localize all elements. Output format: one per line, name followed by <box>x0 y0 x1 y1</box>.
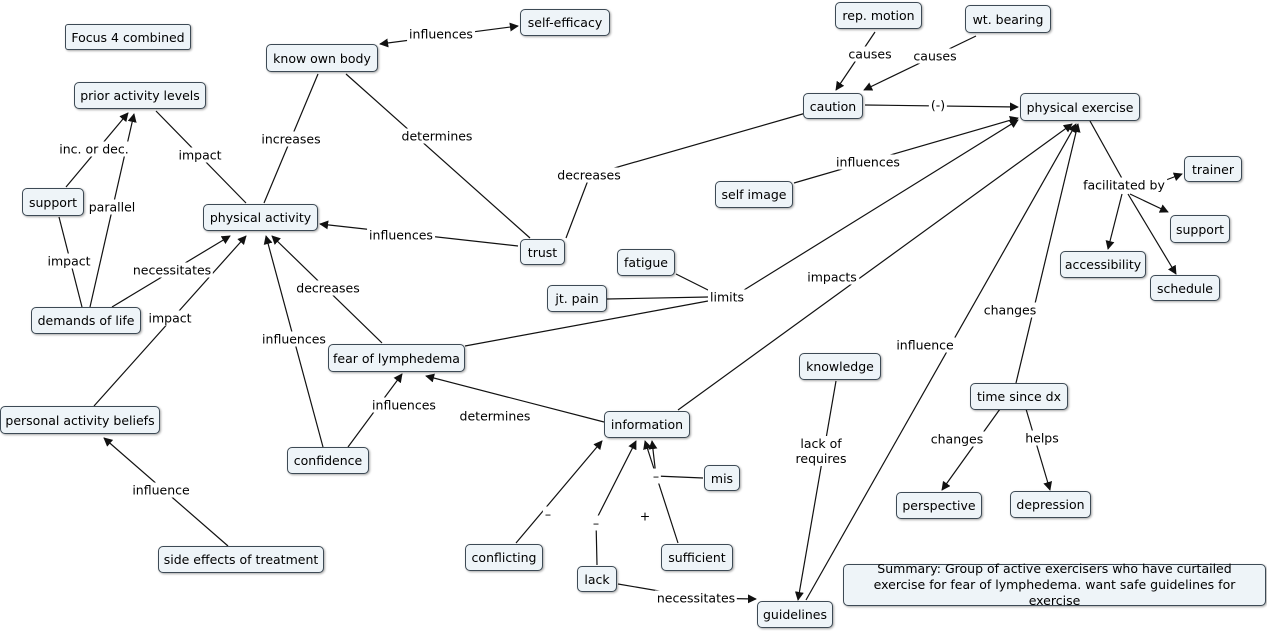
edge-time-perspective <box>941 408 1001 491</box>
node-caution[interactable]: caution <box>803 93 863 119</box>
edge-knowledge-guidelines <box>794 380 837 601</box>
link-label-negative: (-) <box>928 97 948 113</box>
link-label-helps: helps <box>1023 430 1061 446</box>
link-label-requires: requires <box>795 451 847 466</box>
link-label-inc-or-dec: inc. or dec. <box>57 141 131 157</box>
link-label-decreases: decreases <box>294 280 362 296</box>
edge-fac-support <box>1129 193 1169 213</box>
edge-exercise-facilitated <box>1089 120 1125 183</box>
node-knowledge[interactable]: knowledge <box>799 353 881 380</box>
node-wt-bearing[interactable]: wt. bearing <box>965 5 1051 33</box>
edge-fac-schedule <box>1127 193 1177 275</box>
link-label-influences: influences <box>407 26 475 42</box>
link-label-necessitates: necessitates <box>130 262 214 278</box>
link-label-plus: + <box>637 508 653 524</box>
node-perspective[interactable]: perspective <box>896 492 982 519</box>
link-label-influence: influence <box>894 337 956 353</box>
link-label-impact: impact <box>146 310 194 326</box>
node-trainer[interactable]: trainer <box>1184 156 1242 182</box>
node-accessibility[interactable]: accessibility <box>1060 251 1146 278</box>
edge-guidelines-exercise <box>805 123 1077 601</box>
node-summary-note[interactable]: Summary: Group of active exercisers who … <box>843 561 1266 608</box>
node-focus-4-combined[interactable]: Focus 4 combined <box>65 24 191 50</box>
link-label-parallel: parallel <box>86 199 138 215</box>
edge-time-exercise <box>1015 123 1081 384</box>
node-sufficient[interactable]: sufficient <box>661 544 733 571</box>
link-label-impact: impact <box>176 147 224 163</box>
node-jt-pain[interactable]: jt. pain <box>547 285 607 312</box>
edge-lack-info <box>595 440 637 566</box>
node-time-since-dx[interactable]: time since dx <box>970 383 1068 410</box>
node-confidence[interactable]: confidence <box>287 447 369 474</box>
node-trust[interactable]: trust <box>520 239 565 265</box>
node-information[interactable]: information <box>604 411 690 438</box>
link-label-changes: changes <box>981 302 1039 318</box>
edge-info-fear <box>425 373 605 423</box>
link-label-facilitated-by: facilitated by <box>1081 177 1167 193</box>
link-label-necessitates: necessitates <box>654 590 738 606</box>
node-self-image[interactable]: self image <box>715 181 793 208</box>
node-personal-activity-beliefs[interactable]: personal activity beliefs <box>0 406 160 434</box>
link-label-influences: influences <box>260 331 328 347</box>
link-label-changes: changes <box>928 431 986 447</box>
edge-limits-exercise <box>743 119 1019 291</box>
edge-fear-limits <box>464 300 709 347</box>
node-physical-activity[interactable]: physical activity <box>203 204 318 231</box>
edge-time-depression <box>1025 408 1053 491</box>
edge-jtpain-limits <box>606 296 709 300</box>
node-support[interactable]: support <box>22 188 84 216</box>
node-depression[interactable]: depression <box>1010 491 1091 518</box>
link-label-minus: – <box>650 468 662 484</box>
link-label-limits: limits <box>707 289 747 305</box>
node-side-effects-of-treatment[interactable]: side effects of treatment <box>158 546 324 573</box>
link-label-minus: – <box>590 515 602 531</box>
link-label-causes: causes <box>911 48 959 64</box>
link-label-lack-of: lack of <box>800 436 842 451</box>
link-label-influence: influence <box>130 482 192 498</box>
node-self-efficacy[interactable]: self-efficacy <box>520 9 610 36</box>
edge-selfimage-exercise <box>793 115 1019 184</box>
node-prior-activity-levels[interactable]: prior activity levels <box>74 82 206 109</box>
node-mis[interactable]: mis <box>704 465 740 491</box>
node-conflicting[interactable]: conflicting <box>465 544 543 571</box>
link-label-influences: influences <box>834 154 902 170</box>
node-guidelines[interactable]: guidelines <box>757 601 833 628</box>
link-label-causes: causes <box>846 46 894 62</box>
node-demands-of-life[interactable]: demands of life <box>31 307 141 334</box>
node-fatigue[interactable]: fatigue <box>617 249 675 276</box>
link-label-influences: influences <box>367 227 435 243</box>
link-label-determines: determines <box>457 408 533 424</box>
node-physical-exercise[interactable]: physical exercise <box>1020 93 1140 121</box>
node-know-own-body[interactable]: know own body <box>266 44 378 72</box>
link-label-decreases: decreases <box>555 167 623 183</box>
link-label-influences: influences <box>370 397 438 413</box>
edge-conflicting-info <box>515 440 603 544</box>
node-support[interactable]: support <box>1170 215 1230 243</box>
edge-body-trust <box>345 73 531 239</box>
link-label-determines: determines <box>399 128 475 144</box>
node-lack[interactable]: lack <box>577 566 617 592</box>
node-schedule[interactable]: schedule <box>1150 275 1220 301</box>
link-label-impacts: impacts <box>805 269 859 285</box>
edge-fac-access <box>1105 193 1123 250</box>
edge-sufficient-info <box>643 440 679 544</box>
node-rep-motion[interactable]: rep. motion <box>835 2 922 29</box>
link-label-impact: impact <box>45 253 93 269</box>
link-label-increases: increases <box>259 131 323 147</box>
edge-info-exercise <box>677 123 1073 411</box>
edge-fatigue-limits <box>675 273 713 293</box>
node-fear-of-lymphedema[interactable]: fear of lymphedema <box>328 344 465 372</box>
link-label-minus: – <box>542 506 554 522</box>
